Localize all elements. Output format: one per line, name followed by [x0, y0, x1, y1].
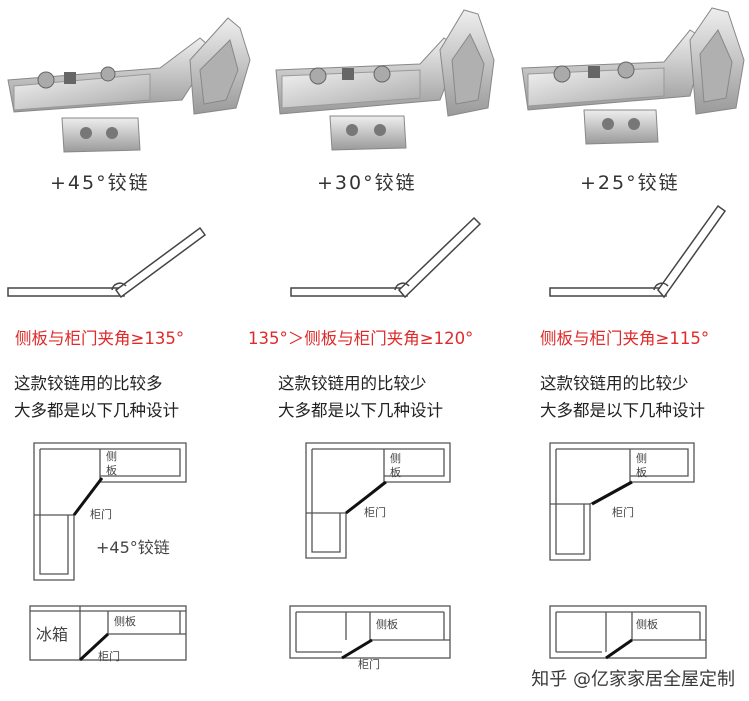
angle-requirement-25: 侧板与柜门夹角≥115° [540, 329, 710, 348]
hinge-image-25 [521, 7, 745, 145]
fridge-side-label: 侧板 [376, 617, 398, 631]
usage-line-2: 大多都是以下几种设计 [540, 401, 705, 420]
usage-line-2: 大多都是以下几种设计 [278, 401, 443, 420]
corner-door-label: 柜门 [90, 507, 112, 521]
usage-description-25: 这款铰链用的比较少 大多都是以下几种设计 [540, 370, 705, 424]
angle-requirement-45: 侧板与柜门夹角≥135° [15, 329, 185, 348]
usage-line-1: 这款铰链用的比较少 [278, 374, 427, 393]
angle-diagrams [7, 204, 727, 299]
usage-line-1: 这款铰链用的比较多 [14, 374, 163, 393]
corner-side-label-bottom: 板 [390, 465, 401, 479]
angle-diagram-45 [7, 226, 207, 299]
watermark: 知乎 @亿家家居全屋定制 [531, 669, 735, 690]
fridge-side-label: 侧板 [114, 614, 136, 628]
hinge-photos [7, 7, 745, 153]
corner-door-label: 柜门 [364, 505, 386, 519]
corner-cabinet-diagrams: 侧 板 柜门 +45°铰链 侧 板 柜门 侧 板 柜门 [33, 442, 695, 581]
fridge-door-label: 柜门 [98, 649, 120, 663]
corner-side-label-top: 侧 [106, 450, 117, 463]
fridge-side-label: 侧板 [636, 617, 658, 631]
corner-door-label: 柜门 [612, 505, 634, 519]
fridge-cabinet-diagrams: 冰箱 侧板 柜门 侧板 柜门 侧板 [29, 605, 707, 671]
corner-side-label-bottom: 板 [636, 465, 647, 479]
usage-description-30: 这款铰链用的比较少 大多都是以下几种设计 [278, 370, 443, 424]
fridge-label: 冰箱 [36, 625, 68, 644]
usage-description-45: 这款铰链用的比较多 大多都是以下几种设计 [14, 370, 179, 424]
corner-side-label-top: 侧 [390, 452, 401, 465]
fridge-diagram-45 [29, 605, 187, 662]
corner-side-label-top: 侧 [636, 452, 647, 465]
hinge-label-30: +30°铰链 [317, 172, 417, 194]
corner-diagram-25 [549, 442, 695, 561]
fridge-diagram-30 [289, 605, 451, 660]
corner-diagram-45 [33, 442, 187, 581]
hinge-label-25: +25°铰链 [580, 172, 680, 194]
fridge-diagram-25 [549, 605, 707, 660]
hinge-image-45 [7, 17, 251, 153]
usage-line-1: 这款铰链用的比较少 [540, 374, 689, 393]
corner-caption: +45°铰链 [96, 538, 170, 557]
angle-requirement-30: 135°＞侧板与柜门夹角≥120° [248, 329, 474, 348]
hinge-label-45: +45°铰链 [50, 172, 150, 194]
angle-diagram-30 [290, 216, 482, 299]
corner-diagram-30 [305, 442, 451, 559]
fridge-door-label: 柜门 [358, 657, 380, 671]
angle-diagram-25 [549, 204, 727, 299]
hinge-image-30 [275, 9, 495, 151]
corner-side-label-bottom: 板 [106, 463, 117, 477]
usage-line-2: 大多都是以下几种设计 [14, 401, 179, 420]
